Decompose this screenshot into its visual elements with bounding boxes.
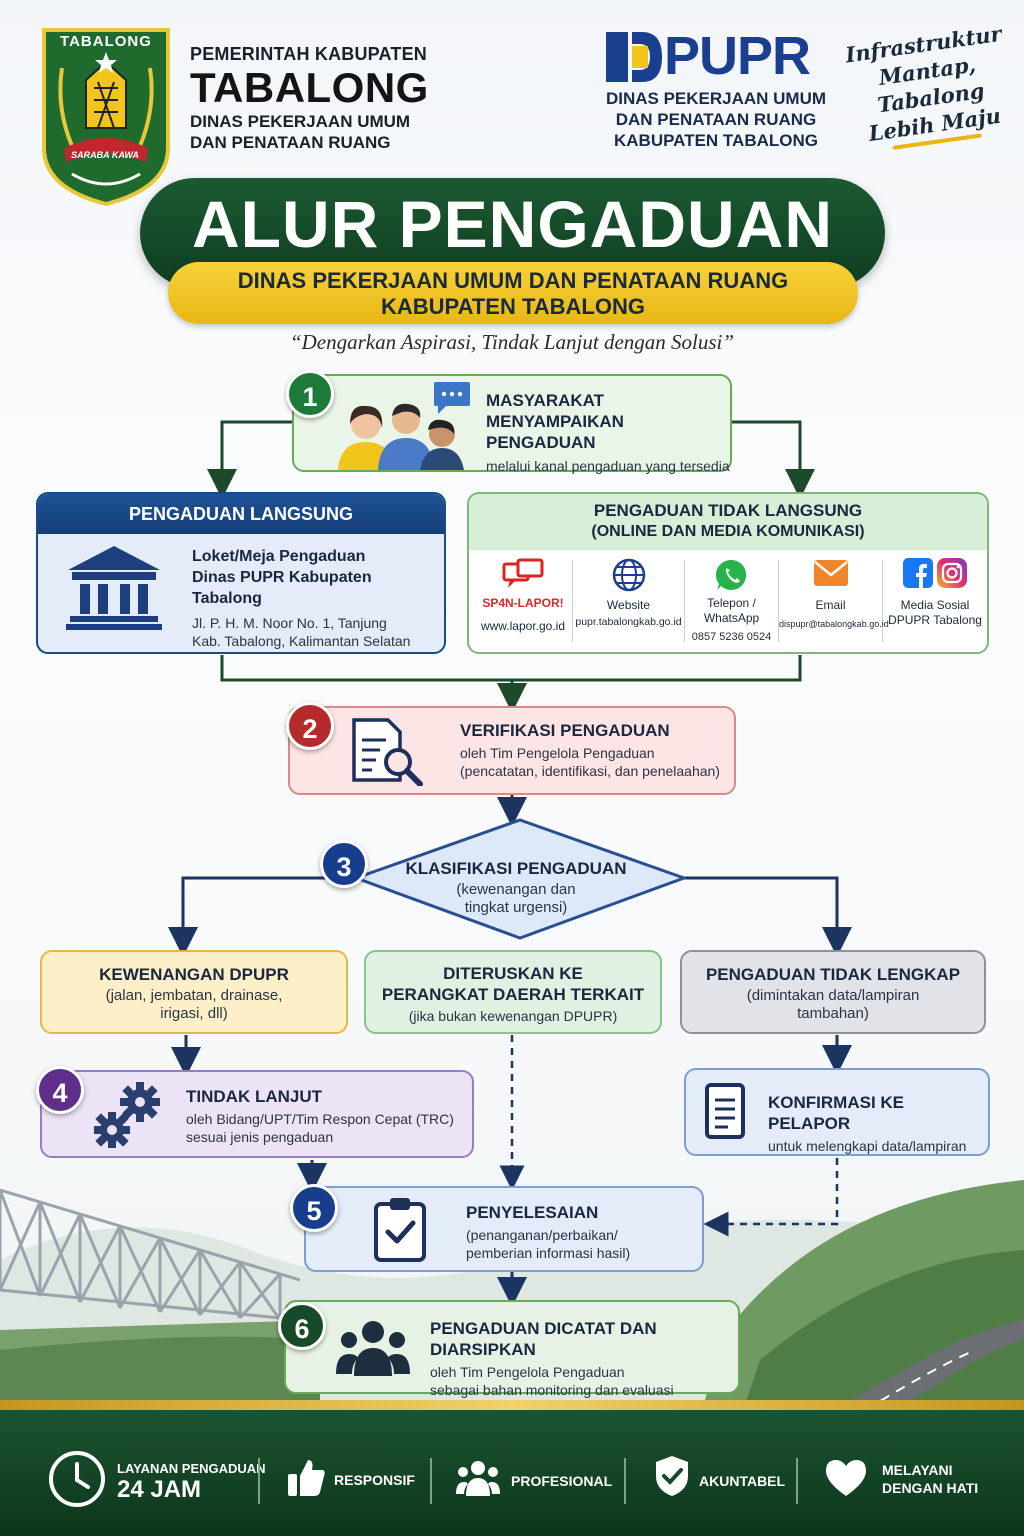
channel-lapor[interactable]: SP4N-LAPOR! www.lapor.go.id	[474, 558, 572, 634]
lapor-icon	[502, 558, 544, 588]
gears-icon	[94, 1082, 160, 1148]
group-icon	[336, 1321, 410, 1376]
mail-icon	[813, 560, 848, 586]
step-6-box: PENGADUAN DICATAT DAN DIARSIPKAN oleh Ti…	[284, 1300, 740, 1398]
step-3-number: 3	[320, 840, 368, 888]
step-5-box: PENYELESAIAN (penanganan/perbaikan/ pemb…	[304, 1186, 704, 1272]
tabalong-emblem	[42, 28, 170, 206]
clipboard-check-icon	[374, 1198, 426, 1262]
people-illustration	[338, 403, 464, 470]
step-2-number: 2	[286, 702, 334, 750]
whatsapp-icon	[715, 559, 746, 590]
building-icon	[66, 546, 162, 630]
government-name: PEMERINTAH KABUPATEN TABALONG DINAS PEKE…	[190, 44, 429, 152]
footer-24h-line1: LAYANAN PENGADUAN	[117, 1461, 266, 1476]
footer-professional: PROFESIONAL	[511, 1473, 613, 1489]
page-title: ALUR PENGADUAN	[192, 187, 833, 261]
pupr-logo: PUPR	[604, 28, 834, 84]
channel-website[interactable]: Website pupr.tabalongkab.go.id	[573, 558, 684, 630]
footer-divider	[430, 1458, 432, 1504]
branch-incomplete: PENGADUAN TIDAK LENGKAP (dimintakan data…	[680, 950, 986, 1034]
emblem-text: TABALONG	[60, 33, 152, 50]
branch-dpupr-authority: KEWENANGAN DPUPR (jalan, jembatan, drain…	[40, 950, 348, 1034]
thumbs-up-icon	[288, 1460, 325, 1496]
pupr-name: DINAS PEKERJAAN UMUM DAN PENATAAN RUANG …	[605, 89, 827, 150]
channel-divider	[572, 560, 573, 642]
clock-icon	[49, 1451, 105, 1507]
step-1-number: 1	[286, 370, 334, 418]
tagline: “Dengarkan Aspirasi, Tindak Lanjut denga…	[289, 330, 735, 354]
indirect-complaint-box: PENGADUAN TIDAK LANGSUNG (ONLINE DAN MED…	[467, 492, 989, 654]
emblem-motto: SARABA KAWA	[71, 150, 139, 160]
document-icon	[705, 1083, 745, 1139]
instagram-icon	[937, 558, 967, 588]
subtitle-banner	[168, 262, 858, 324]
channel-divider	[684, 560, 685, 642]
document-search-icon	[352, 718, 423, 786]
step-5-number: 5	[290, 1184, 338, 1232]
footer-divider	[624, 1458, 626, 1504]
confirm-to-reporter-box: KONFIRMASI KE PELAPOR untuk melengkapi d…	[684, 1068, 990, 1156]
direct-complaint-header: PENGADUAN LANGSUNG	[38, 494, 444, 534]
heart-icon	[826, 1460, 866, 1496]
footer-24h-line2: 24 JAM	[117, 1476, 202, 1503]
flow-connectors	[168, 420, 852, 1307]
channel-divider	[778, 560, 779, 642]
classification-text: KLASIFIKASI PENGADUAN (kewenangan dan ti…	[405, 859, 627, 916]
shield-check-icon	[656, 1456, 688, 1496]
footer-serve-line2: DENGAN HATI	[882, 1480, 979, 1496]
page-subtitle: DINAS PEKERJAAN UMUM DAN PENATAAN RUANG …	[237, 268, 789, 319]
chat-bubble-icon	[434, 382, 470, 414]
footer-divider	[796, 1458, 798, 1504]
classification-diamond	[354, 818, 686, 940]
step-4-number: 4	[36, 1066, 84, 1114]
step-1-box: MASYARAKAT MENYAMPAIKAN PENGADUAN melalu…	[292, 374, 732, 474]
footer-responsive: RESPONSIF	[334, 1472, 415, 1488]
step-6-number: 6	[278, 1302, 326, 1350]
channel-whatsapp[interactable]: Telepon / WhatsApp 0857 5236 0524	[685, 558, 778, 645]
step-4-box: TINDAK LANJUT oleh Bidang/UPT/Tim Respon…	[40, 1070, 474, 1158]
footer-serve-line1: MELAYANI	[882, 1462, 953, 1478]
facebook-instagram-icon	[883, 558, 987, 588]
footer-accountable: AKUNTABEL	[699, 1473, 786, 1489]
channel-email[interactable]: Email dispupr@tabalongkab.go.id	[779, 558, 889, 632]
globe-icon	[612, 558, 645, 592]
facebook-icon	[903, 558, 933, 588]
people-icon	[456, 1461, 500, 1496]
channel-social-media[interactable]: Media Sosial DPUPR Tabalong	[883, 558, 987, 628]
footer-divider	[258, 1458, 260, 1504]
branch-forwarded: DITERUSKAN KE PERANGKAT DAERAH TERKAIT (…	[364, 950, 662, 1034]
channel-divider	[882, 560, 883, 642]
step-2-box: VERIFIKASI PENGADUAN oleh Tim Pengelola …	[288, 706, 736, 795]
direct-complaint-box: PENGADUAN LANGSUNG Loket/Meja Pengaduan …	[36, 492, 446, 654]
indirect-complaint-header: PENGADUAN TIDAK LANGSUNG (ONLINE DAN MED…	[469, 494, 987, 550]
